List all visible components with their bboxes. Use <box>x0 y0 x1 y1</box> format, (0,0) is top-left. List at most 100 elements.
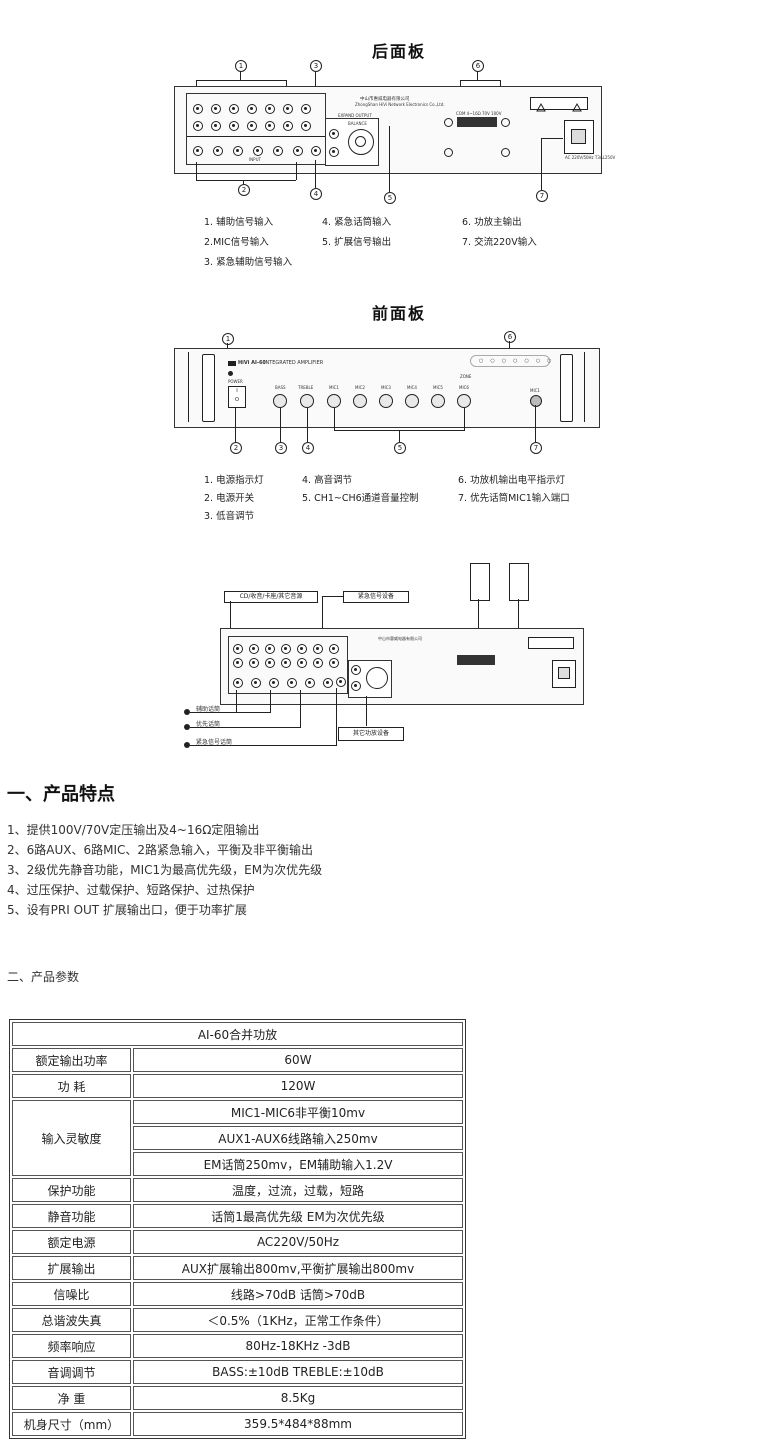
expand-output-block: EXPAND OUTPUT BALANCE <box>325 113 379 166</box>
aux-mic-label: 辅助话筒 <box>196 706 221 713</box>
balance-label: BALANCE <box>348 121 367 126</box>
mic4-label: MIC4 <box>407 385 417 390</box>
wiring-power-socket <box>552 660 576 688</box>
left-handle <box>202 354 215 422</box>
emergency-mic-icon <box>184 742 190 748</box>
xlr-connector <box>348 129 374 155</box>
rear-legend-5: 5. 扩展信号输出 <box>322 237 392 248</box>
bass-label: BASS <box>275 385 286 390</box>
callout-4: 4 <box>310 188 322 200</box>
bass-knob[interactable] <box>273 394 287 408</box>
rear-legend-4: 4. 紧急话筒输入 <box>322 217 392 228</box>
priority-mic-icon <box>184 724 190 730</box>
callout-5: 5 <box>384 192 396 204</box>
aux-mic-icon <box>184 709 190 715</box>
callout-2: 2 <box>238 184 250 196</box>
speaker-terminal <box>457 117 497 127</box>
mic5-knob[interactable] <box>431 394 445 408</box>
features-list: 1、提供100V/70V定压输出及4~16Ω定阻输出 2、6路AUX、6路MIC… <box>7 820 322 920</box>
front-legend-2: 2. 电源开关 <box>204 493 255 504</box>
priority-mic-label: 优先话筒 <box>196 721 221 728</box>
front-legend-5: 5. CH1~CH6通道音量控制 <box>302 493 419 504</box>
callout-1: 1 <box>235 60 247 72</box>
ac-power-socket <box>564 120 594 154</box>
front-legend-3: 3. 低音调节 <box>204 511 255 522</box>
mic1-knob[interactable] <box>327 394 341 408</box>
right-handle <box>560 354 573 422</box>
rear-company-cn: 中山市惠威电器有限公司 <box>360 97 410 102</box>
mic4-knob[interactable] <box>405 394 419 408</box>
rear-legend-6: 6. 功放主输出 <box>462 217 522 228</box>
table-row: 总谐波失真＜0.5%（1KHz，正常工作条件） <box>12 1308 463 1332</box>
warning-label <box>530 97 588 112</box>
power-led-icon <box>228 371 233 376</box>
treble-label: TREBLE <box>298 385 314 390</box>
level-indicator: ○○○○○○○ <box>470 355 552 367</box>
front-callout-4: 4 <box>302 442 314 454</box>
front-callout-2: 2 <box>230 442 242 454</box>
front-callout-5: 5 <box>394 442 406 454</box>
mic3-label: MIC3 <box>381 385 391 390</box>
params-title: 二、产品参数 <box>7 970 80 984</box>
model-desc: INTEGRATED AMPLIFIER <box>264 360 324 366</box>
brand-logo <box>228 361 236 366</box>
wiring-company-cn: 中山市惠威电器有限公司 <box>378 636 422 641</box>
rear-legend-3: 3. 紧急辅助信号输入 <box>204 257 293 268</box>
callout-3: 3 <box>310 60 322 72</box>
feature-item: 5、设有PRI OUT 扩展输出口，便于功率扩展 <box>7 903 247 917</box>
mic6-label: MIC6 <box>459 385 469 390</box>
expand-output-label: EXPAND OUTPUT <box>338 113 372 118</box>
power-label: POWER <box>228 379 243 384</box>
rear-company-en: ZhongShan HiVi Network Electronics Co.,L… <box>355 102 445 107</box>
callout-7: 7 <box>536 190 548 202</box>
table-row: 静音功能话筒1最高优先级 EM为次优先级 <box>12 1204 463 1228</box>
rear-legend-7: 7. 交流220V输入 <box>462 237 537 248</box>
front-legend-1: 1. 电源指示灯 <box>204 475 264 486</box>
front-callout-1: 1 <box>222 333 234 345</box>
front-callout-3: 3 <box>275 442 287 454</box>
table-row: AUX1-AUX6线路输入250mv <box>12 1126 463 1150</box>
wiring-chassis <box>220 628 584 705</box>
feature-item: 1、提供100V/70V定压输出及4~16Ω定阻输出 <box>7 823 260 837</box>
mic2-knob[interactable] <box>353 394 367 408</box>
input-label: INPUT <box>249 157 261 162</box>
callout-6: 6 <box>472 60 484 72</box>
front-legend-6: 6. 功放机输出电平指示灯 <box>458 475 566 486</box>
zone-label: ZONE <box>460 374 472 379</box>
features-title: 一、产品特点 <box>7 784 115 805</box>
mic3-knob[interactable] <box>379 394 393 408</box>
front-panel-title: 前面板 <box>372 304 427 323</box>
mic6-knob[interactable] <box>457 394 471 408</box>
front-callout-6: 6 <box>504 331 516 343</box>
com-label: COM 4~16Ω 70V 100V <box>456 111 502 116</box>
front-callout-7: 7 <box>530 442 542 454</box>
mic-port-label: MIC1 <box>530 388 540 393</box>
spec-table-header: AI-60合并功放 <box>12 1022 463 1046</box>
table-row: 信噪比线路>70dB 话筒>70dB <box>12 1282 463 1306</box>
rear-legend-2: 2.MIC信号输入 <box>204 237 269 248</box>
feature-item: 4、过压保护、过载保护、短路保护、过热保护 <box>7 883 255 897</box>
mic2-label: MIC2 <box>355 385 365 390</box>
table-row: EM话筒250mv，EM辅助输入1.2V <box>12 1152 463 1176</box>
emergency-device-box: 紧急信号设备 <box>343 591 409 603</box>
mic5-label: MIC5 <box>433 385 443 390</box>
mic1-input-port[interactable] <box>530 395 542 407</box>
front-legend-4: 4. 高音调节 <box>302 475 353 486</box>
front-legend-7: 7. 优先话筒MIC1输入端口 <box>458 493 570 504</box>
feature-item: 3、2级优先静音功能，MIC1为最高优先级，EM为次优先级 <box>7 863 323 877</box>
treble-knob[interactable] <box>300 394 314 408</box>
table-row: 机身尺寸（mm）359.5*484*88mm <box>12 1412 463 1436</box>
rear-panel-title: 后面板 <box>372 42 427 61</box>
rear-legend-1: 1. 辅助信号输入 <box>204 217 274 228</box>
speaker-left-icon <box>470 563 490 601</box>
emergency-mic-label: 紧急信号话筒 <box>196 739 233 746</box>
ac-label: AC 220V/50Hz T3AL250V <box>565 155 616 160</box>
cd-source-box: CD/收音/卡座/其它音源 <box>224 591 318 603</box>
